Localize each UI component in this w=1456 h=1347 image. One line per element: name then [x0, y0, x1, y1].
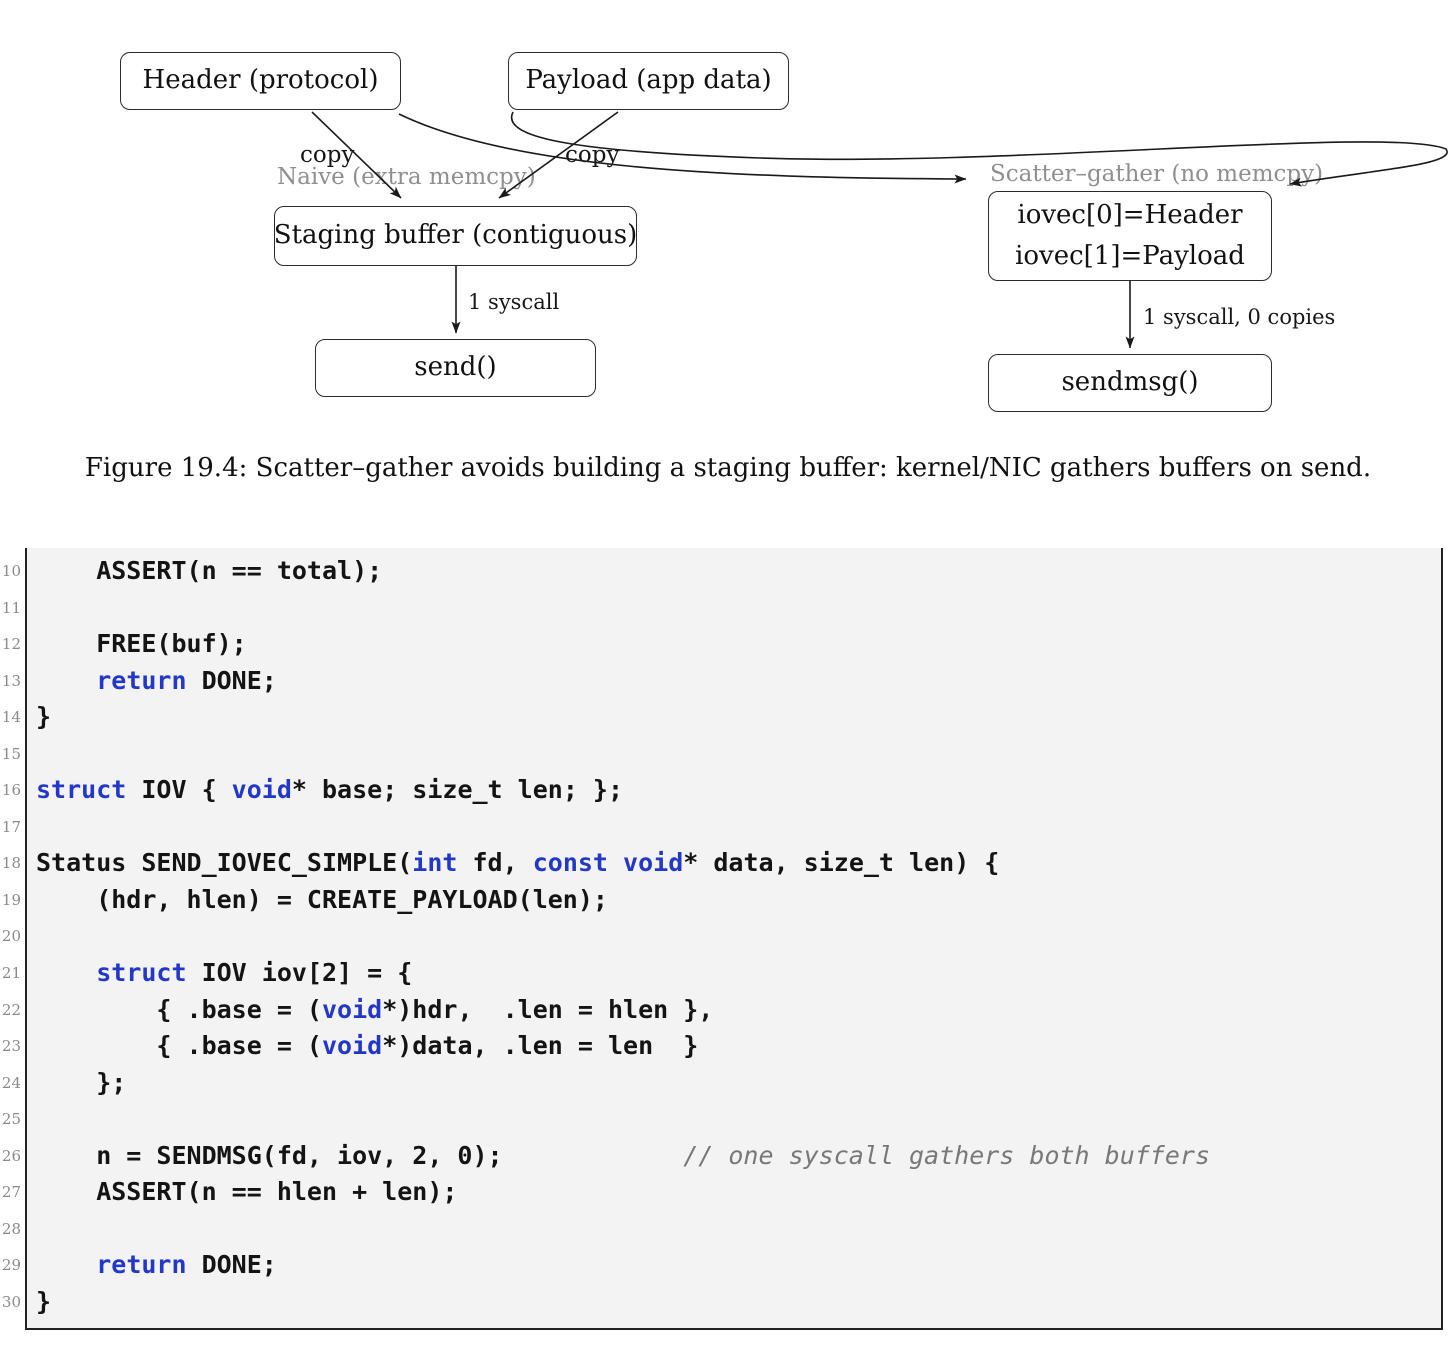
line-number: 28: [1, 1219, 21, 1238]
line-number: 22: [1, 1000, 21, 1019]
iovec-line2: iovec[1]=Payload: [1015, 241, 1245, 271]
code-text: ASSERT(n == total);: [36, 556, 383, 585]
naive-branch-label: Naive (extra memcpy): [277, 164, 536, 190]
code-line: 13 return DONE;: [2, 663, 1441, 700]
code-text: ASSERT(n == hlen + len);: [36, 1177, 458, 1207]
line-number: 26: [1, 1146, 21, 1165]
code-text: return DONE;: [96, 1250, 277, 1280]
line-number: 11: [1, 598, 21, 617]
line-number: 21: [1, 964, 21, 983]
code-text: FREE(buf);: [36, 629, 247, 659]
code-text: }: [36, 702, 52, 732]
code-line: 25: [2, 1101, 1441, 1138]
send-label: send(): [414, 352, 497, 383]
sendmsg-label: sendmsg(): [1061, 367, 1199, 398]
header-protocol-box: Header (protocol): [120, 52, 401, 110]
payload-label: Payload (app data): [525, 65, 772, 96]
code-line: 19 (hdr, hlen) = CREATE_PAYLOAD(len);: [2, 882, 1441, 919]
code-text: n = SENDMSG(fd, iov, 2, 0); // one sysca…: [36, 1140, 1211, 1170]
figure-caption: Figure 19.4: Scatter–gather avoids build…: [84, 453, 1372, 483]
line-number: 20: [1, 927, 21, 946]
line-number: 29: [1, 1256, 21, 1275]
copy-right-label: copy: [565, 142, 620, 168]
code-line: 20: [2, 918, 1441, 955]
code-line: 16 struct IOV { void* base; size_t len; }…: [2, 772, 1441, 809]
staging-buffer-box: Staging buffer (contiguous): [274, 206, 637, 266]
code-text: (hdr, hlen) = CREATE_PAYLOAD(len);: [36, 884, 608, 914]
code-line: 10 ASSERT(n == total);: [2, 553, 1441, 590]
code-line: 23 { .base = (void*)data, .len = len }: [2, 1028, 1441, 1065]
code-text: { .base = (void*)data, .len = len }: [36, 1031, 699, 1061]
iovec-line1: iovec[0]=Header: [1017, 200, 1243, 230]
code-line: 30}: [2, 1284, 1441, 1321]
sendmsg-box: sendmsg(): [988, 354, 1272, 412]
line-number: 25: [1, 1110, 21, 1129]
code-line: 27 ASSERT(n == hlen + len);: [2, 1174, 1441, 1211]
code-line: 24 };: [2, 1065, 1441, 1102]
line-number: 14: [1, 708, 21, 727]
code-line: 15: [2, 736, 1441, 773]
code-text: struct IOV { void* base; size_t len; };: [36, 775, 624, 805]
line-number: 24: [1, 1073, 21, 1092]
code-line: 21 struct IOV iov[2] = {: [2, 955, 1441, 992]
line-number: 30: [1, 1292, 21, 1311]
one-syscall-zero-copies-label: 1 syscall, 0 copies: [1143, 305, 1336, 329]
code-line: 26 n = SENDMSG(fd, iov, 2, 0); // one sy…: [2, 1138, 1441, 1175]
line-number: 16: [1, 781, 21, 800]
code-line: 29 return DONE;: [2, 1247, 1441, 1284]
code-line: 22 { .base = (void*)hdr, .len = hlen },: [2, 992, 1441, 1029]
payload-box: Payload (app data): [508, 52, 789, 110]
send-box: send(): [315, 339, 596, 397]
code-line: 17: [2, 809, 1441, 846]
line-number: 13: [1, 671, 21, 690]
line-number: 15: [1, 744, 21, 763]
code-line: 12 FREE(buf);: [2, 626, 1441, 663]
line-number: 17: [1, 817, 21, 836]
staging-buffer-label: Staging buffer (contiguous): [273, 220, 638, 251]
code-text: }: [36, 1286, 52, 1316]
code-text: };: [36, 1067, 127, 1097]
code-line: 14}: [2, 699, 1441, 736]
code-text: Status SEND_IOVEC_SIMPLE(int fd, const v…: [36, 848, 1000, 878]
line-number: 10: [1, 562, 21, 580]
line-number: 19: [1, 890, 21, 909]
code-text: return DONE;: [96, 665, 277, 695]
line-number: 23: [1, 1037, 21, 1056]
code-text: { .base = (void*)hdr, .len = hlen },: [36, 994, 714, 1024]
code-line: 11: [2, 590, 1441, 627]
header-protocol-label: Header (protocol): [142, 65, 379, 96]
code-line: 28: [2, 1211, 1441, 1248]
code-text: struct IOV iov[2] = {: [96, 958, 413, 988]
line-number: 12: [1, 635, 21, 654]
line-number: 18: [1, 854, 21, 873]
figure-diagram: Header (protocol) Payload (app data) Sta…: [0, 0, 1456, 445]
line-number: 27: [1, 1183, 21, 1202]
iovec-box: iovec[0]=Header iovec[1]=Payload: [988, 191, 1272, 281]
code-line: 18 Status SEND_IOVEC_SIMPLE(int fd, const…: [2, 845, 1441, 882]
scatter-gather-branch-label: Scatter–gather (no memcpy): [990, 161, 1324, 187]
one-syscall-label: 1 syscall: [468, 290, 560, 314]
